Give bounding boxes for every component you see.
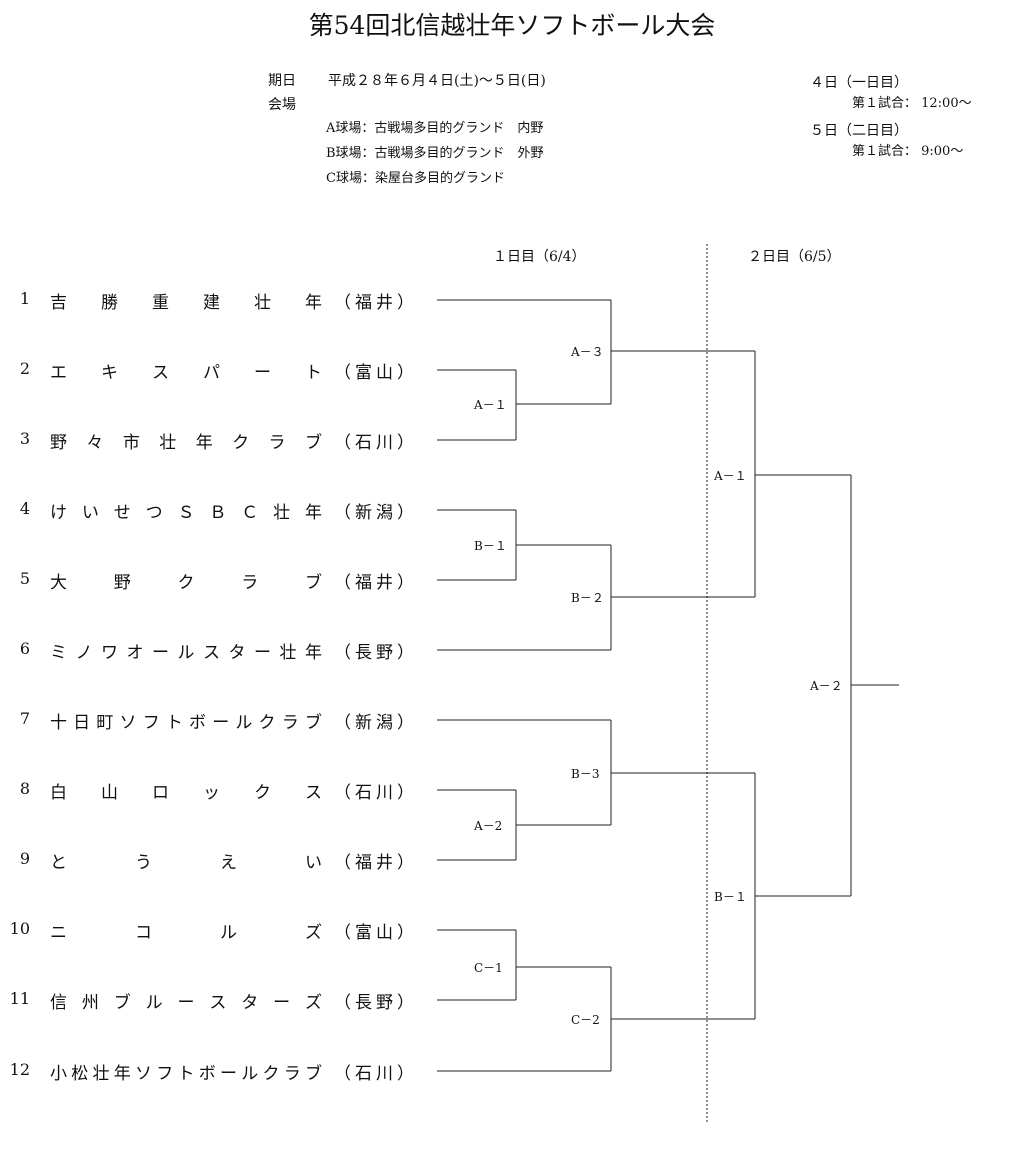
- team-name: エキスパート: [50, 363, 322, 383]
- day1-header: １日目（6/4）: [493, 249, 586, 265]
- match-label: B－１: [474, 537, 507, 554]
- team-prefecture: （長野）: [334, 643, 414, 663]
- match-label: A－２: [810, 677, 843, 694]
- team-prefecture: （長野）: [334, 993, 414, 1013]
- venue-b: B球場：古戦場多目的グランド 外野: [326, 146, 544, 161]
- date-value: 平成２８年６月４日(土)～５日(日): [328, 73, 546, 89]
- team-number: 12: [9, 1060, 30, 1079]
- team-prefecture: （石川）: [334, 783, 414, 803]
- team-number: 1: [19, 289, 30, 308]
- page-title: 第54回北信越壮年ソフトボール大会: [308, 11, 716, 40]
- team-prefecture: （福井）: [334, 293, 414, 313]
- match-label: A－2: [474, 817, 503, 834]
- team-name: 信州ブルースターズ: [50, 993, 322, 1013]
- team-name: 野々市壮年クラブ: [50, 433, 322, 453]
- date-label: 期日: [268, 73, 296, 89]
- team-name: 白山ロックス: [50, 783, 322, 803]
- day2-first-game: 第１試合： 9:00～: [852, 144, 964, 159]
- venue-a: A球場：古戦場多目的グランド 内野: [326, 121, 544, 136]
- team-name: ミノワオールスター壮年: [50, 643, 322, 663]
- team-prefecture: （新潟）: [334, 713, 414, 733]
- team-number: 6: [19, 639, 30, 658]
- team-prefecture: （福井）: [334, 573, 414, 593]
- team-name: 大野クラブ: [50, 573, 322, 593]
- team-prefecture: （新潟）: [334, 503, 414, 523]
- day1-label: ４日（一日目）: [810, 75, 908, 91]
- team-prefecture: （石川）: [334, 433, 414, 453]
- team-name: 十日町ソフトボールクラブ: [50, 713, 322, 733]
- team-number: 7: [19, 709, 30, 728]
- match-label: B－3: [571, 765, 600, 782]
- team-number: 4: [19, 499, 30, 518]
- team-prefecture: （富山）: [334, 363, 414, 383]
- team-name: ニコルズ: [50, 923, 322, 943]
- venue-label: 会場: [268, 97, 296, 113]
- team-name: 小松壮年ソフトボールクラブ: [50, 1064, 322, 1084]
- match-label: C－1: [474, 959, 503, 976]
- team-prefecture: （富山）: [334, 923, 414, 943]
- match-label: A－１: [474, 396, 507, 413]
- team-prefecture: （福井）: [334, 853, 414, 873]
- match-label: C－2: [571, 1011, 600, 1028]
- team-number: 10: [9, 919, 30, 938]
- day1-first-game: 第１試合： 12:00～: [852, 96, 972, 111]
- match-label: A－１: [714, 467, 747, 484]
- team-prefecture: （石川）: [334, 1064, 414, 1084]
- team-number: 3: [19, 429, 30, 448]
- team-number: 8: [19, 779, 30, 798]
- match-label: B－２: [571, 589, 604, 606]
- team-name: とうえい: [50, 853, 322, 873]
- team-number: 11: [9, 989, 30, 1008]
- match-label: B－１: [714, 888, 747, 905]
- match-label: A－３: [571, 343, 604, 360]
- team-name: 吉勝重建壮年: [50, 293, 322, 313]
- team-number: 2: [19, 359, 30, 378]
- team-number: 5: [19, 569, 30, 588]
- venue-c: C球場：染屋台多目的グランド: [326, 171, 505, 186]
- day2-label: ５日（二日目）: [810, 123, 908, 139]
- team-number: 9: [19, 849, 30, 868]
- day2-header: ２日目（6/5）: [748, 249, 841, 265]
